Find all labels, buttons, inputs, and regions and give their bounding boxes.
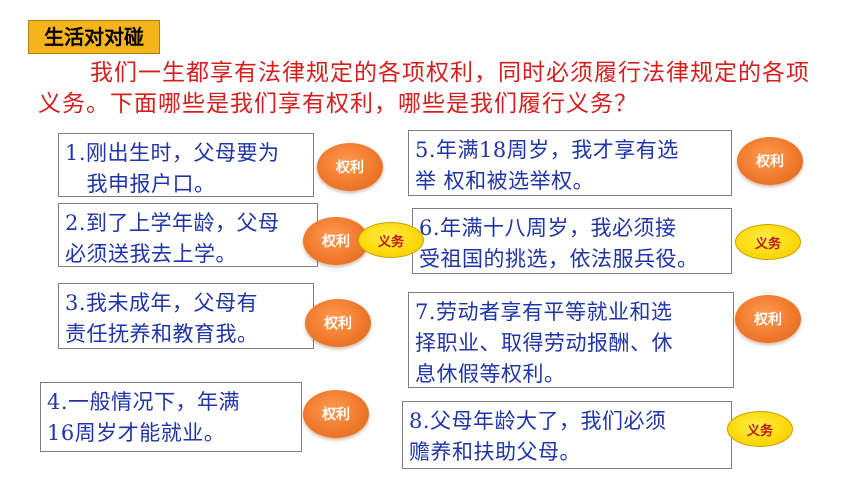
item-6-line-1: 6.年满十八周岁，我必须接: [419, 216, 677, 240]
item-4-line-2: 16周岁才能就业。: [47, 421, 226, 445]
item-card-2: 2.到了上学年龄，父母 必须送我去上学。: [58, 203, 318, 267]
section-title-badge: 生活对对碰: [28, 20, 160, 54]
answer-right-4: 权利: [303, 390, 369, 438]
item-5-line-1: 5.年满18周岁，我才享有选: [415, 138, 679, 162]
answer-right-5: 权利: [737, 137, 803, 185]
intro-paragraph: 我们一生都享有法律规定的各项权利，同时必须履行法律规定的各项义务。下面哪些是我们…: [38, 60, 810, 117]
answer-duty-2: 义务: [358, 222, 424, 258]
item-7-line-1: 7.劳动者享有平等就业和选: [415, 300, 673, 324]
answer-right-1: 权利: [317, 143, 383, 191]
item-1-line-1: 1.刚出生时，父母要为: [65, 141, 280, 165]
item-card-6: 6.年满十八周岁，我必须接 受祖国的挑选，依法服兵役。: [412, 208, 732, 274]
item-card-1: 1.刚出生时，父母要为 我申报户口。: [58, 133, 314, 197]
item-card-7: 7.劳动者享有平等就业和选 择职业、取得劳动报酬、休 息休假等权利。: [408, 292, 734, 388]
item-7-line-2: 择职业、取得劳动报酬、休: [415, 331, 673, 355]
answer-duty-6: 义务: [735, 224, 801, 260]
answer-right-7: 权利: [735, 295, 801, 343]
item-8-line-2: 赡养和扶助父母。: [409, 440, 581, 464]
item-1-line-2: 我申报户口。: [65, 172, 216, 196]
item-card-3: 3.我未成年，父母有 责任抚养和教育我。: [58, 283, 314, 349]
item-card-8: 8.父母年龄大了，我们必须 赡养和扶助父母。: [402, 401, 732, 469]
item-5-line-2: 举 权和被选举权。: [415, 169, 595, 193]
item-card-5: 5.年满18周岁，我才享有选 举 权和被选举权。: [408, 130, 732, 196]
item-2-line-1: 2.到了上学年龄，父母: [65, 211, 280, 235]
item-7-line-3: 息休假等权利。: [415, 362, 566, 386]
item-card-4: 4.一般情况下，年满 16周岁才能就业。: [40, 382, 302, 452]
answer-right-3: 权利: [305, 299, 371, 347]
item-6-line-2: 受祖国的挑选，依法服兵役。: [419, 247, 699, 271]
item-4-line-1: 4.一般情况下，年满: [47, 390, 241, 414]
item-2-line-2: 必须送我去上学。: [65, 242, 237, 266]
item-3-line-1: 3.我未成年，父母有: [65, 291, 259, 315]
item-3-line-2: 责任抚养和教育我。: [65, 322, 259, 346]
item-8-line-1: 8.父母年龄大了，我们必须: [409, 409, 667, 433]
answer-duty-8: 义务: [727, 411, 793, 447]
